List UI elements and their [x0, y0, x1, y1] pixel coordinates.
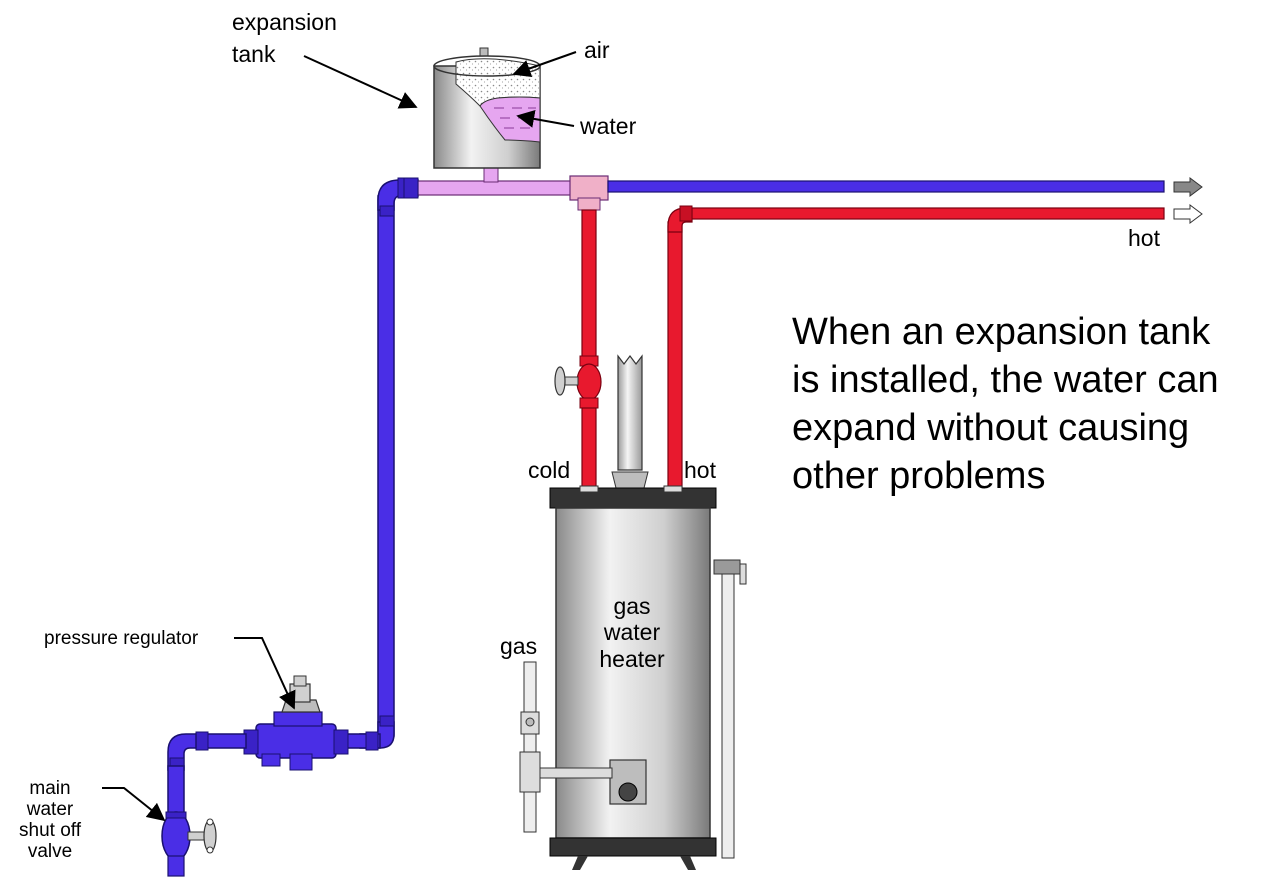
caption-line-2: is installed, the water can	[792, 359, 1219, 401]
label-heater-2: water	[603, 619, 661, 645]
label-main-valve-2: water	[26, 799, 74, 820]
cold-supply-pipe	[161, 177, 419, 877]
label-heater-1: gas	[613, 593, 650, 619]
label-expansion-tank-2: tank	[232, 41, 276, 67]
label-pressure-regulator: pressure regulator	[44, 628, 199, 649]
arrow-air	[512, 51, 577, 78]
arrow-expansion-tank	[303, 55, 418, 109]
label-water: water	[579, 113, 637, 139]
caption-line-1: When an expansion tank	[792, 311, 1211, 353]
expansion-tank	[433, 47, 541, 169]
arrow-pressure-regulator	[234, 637, 296, 710]
caption-line-4: other problems	[792, 455, 1045, 497]
label-hot: hot	[684, 457, 717, 483]
label-main-valve-1: main	[29, 778, 70, 799]
outlet-arrows	[1173, 177, 1203, 224]
label-main-valve-3: shut off	[19, 820, 82, 841]
label-expansion-tank-1: expansion	[232, 9, 337, 35]
label-heater-3: heater	[599, 646, 665, 672]
label-main-valve-4: valve	[28, 841, 72, 862]
arrow-main-valve	[102, 787, 166, 822]
label-air: air	[584, 37, 610, 63]
label-gas: gas	[500, 633, 537, 659]
arrow-water	[516, 109, 575, 128]
gas-water-heater	[519, 354, 747, 870]
label-hot-outlet: hot	[1128, 225, 1161, 251]
top-supply-pipes	[403, 167, 1165, 489]
label-cold: cold	[528, 457, 570, 483]
caption-line-3: expand without causing	[792, 407, 1189, 449]
